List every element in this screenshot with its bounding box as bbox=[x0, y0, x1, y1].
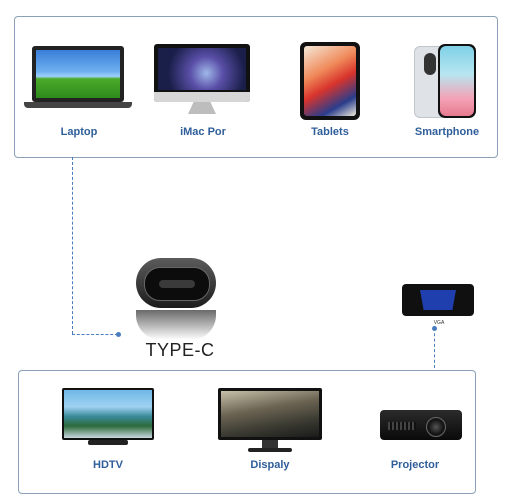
type-c-reflection bbox=[136, 310, 216, 340]
display-base bbox=[248, 448, 292, 452]
vga-connector-dot bbox=[432, 326, 437, 331]
vga-port-icon bbox=[402, 284, 474, 316]
projector-label: Projector bbox=[390, 459, 440, 471]
laptop-label: Laptop bbox=[60, 126, 98, 138]
connector-line-horizontal bbox=[72, 334, 118, 335]
imac-image bbox=[154, 44, 250, 102]
tablet-label: Tablets bbox=[311, 126, 349, 138]
display-image bbox=[218, 388, 322, 440]
type-c-label: TYPE-C bbox=[145, 340, 215, 360]
hdtv-stand bbox=[88, 440, 128, 445]
imac-label: iMac Por bbox=[180, 126, 226, 138]
connector-line-vertical bbox=[72, 157, 73, 334]
display-stand bbox=[262, 440, 278, 448]
type-c-connector-icon bbox=[136, 258, 216, 308]
smartphone-label: Smartphone bbox=[414, 126, 480, 138]
hdtv-label: HDTV bbox=[93, 459, 123, 471]
hdtv-image bbox=[62, 388, 154, 440]
laptop-image bbox=[32, 46, 124, 102]
display-label: Dispaly bbox=[250, 459, 290, 471]
tablet-image bbox=[300, 42, 360, 120]
smartphone-image bbox=[438, 44, 476, 118]
imac-stand bbox=[188, 102, 216, 114]
laptop-base bbox=[24, 102, 132, 108]
vga-connector-line bbox=[434, 328, 435, 368]
connector-dot bbox=[116, 332, 121, 337]
projector-image bbox=[380, 410, 462, 440]
vga-label: VGA bbox=[433, 320, 445, 326]
